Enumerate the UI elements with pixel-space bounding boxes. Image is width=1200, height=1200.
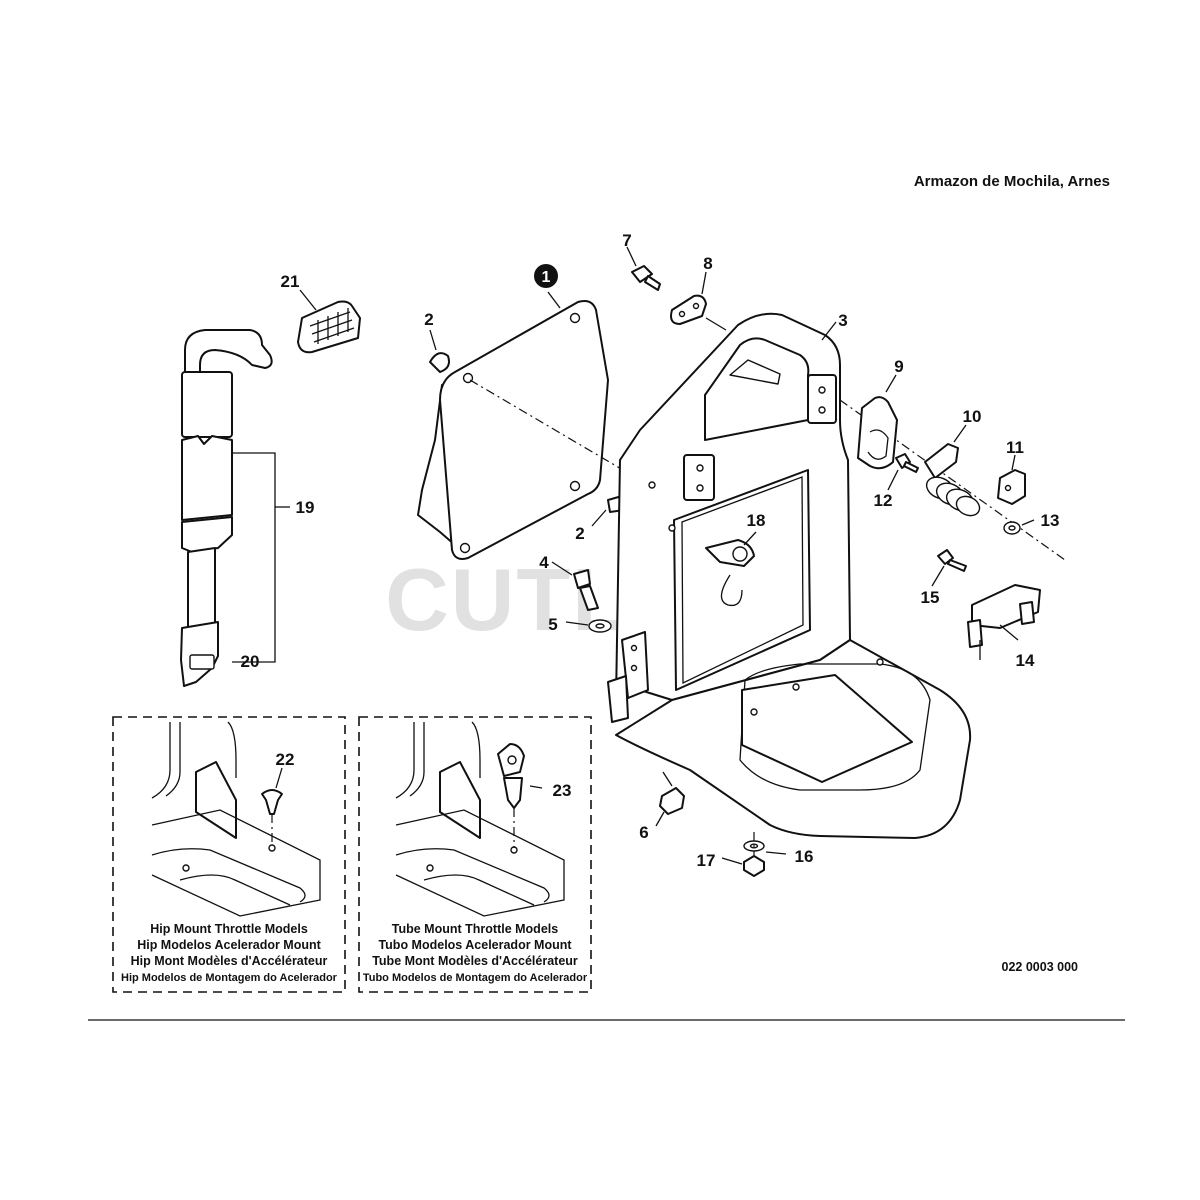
nut-17 <box>721 832 765 877</box>
hip-caption-en: Hip Mount Throttle Models <box>150 922 308 936</box>
screw-7 <box>626 246 661 291</box>
spring-10 <box>924 424 981 517</box>
callout-23: 23 <box>553 781 572 800</box>
callout-7: 7 <box>622 231 631 250</box>
tube-caption-fr: Tube Mont Modèles d'Accélérateur <box>372 954 578 968</box>
callout-8: 8 <box>703 254 712 273</box>
washer-13 <box>1003 519 1035 535</box>
screw-15 <box>931 549 967 587</box>
shoulder-strap-assembly <box>180 289 361 687</box>
callout-10: 10 <box>963 407 982 426</box>
callout-17: 17 <box>697 851 716 870</box>
washer-16 <box>743 840 787 855</box>
callout-19: 19 <box>296 498 315 517</box>
callout-21: 21 <box>281 272 300 291</box>
drawing-code: 022 0003 000 <box>1002 960 1079 974</box>
callout-16: 16 <box>795 847 814 866</box>
callout-6: 6 <box>639 823 648 842</box>
callout-22: 22 <box>276 750 295 769</box>
callout-11: 11 <box>1006 438 1024 457</box>
tube-caption-es: Tubo Modelos Acelerador Mount <box>378 938 572 952</box>
callout-1: 1 <box>534 264 558 288</box>
tube-caption-en: Tube Mount Throttle Models <box>392 922 558 936</box>
throttle-cable-holder <box>705 531 757 607</box>
latch-9 <box>857 374 898 470</box>
callout-3: 3 <box>838 311 847 330</box>
diagram-title: Armazon de Mochila, Arnes <box>914 173 1110 190</box>
callout-18: 18 <box>747 511 766 530</box>
cover-plate <box>417 291 609 560</box>
callout-4: 4 <box>539 553 549 572</box>
callout-13: 13 <box>1041 511 1060 530</box>
inset-hip-mount: Hip Mount Throttle Models Hip Modelos Ac… <box>112 716 346 993</box>
callout-15: 15 <box>921 588 940 607</box>
callout-2-top: 2 <box>424 310 433 329</box>
callout-2-lower: 2 <box>575 524 584 543</box>
tube-caption-pt: Tubo Modelos de Montagem do Acelerador <box>363 972 588 984</box>
backpack-frame <box>607 312 972 839</box>
callout-14: 14 <box>1016 651 1035 670</box>
screw-12 <box>887 453 919 491</box>
centerline-cover <box>469 379 641 481</box>
bolt-4 <box>551 561 599 611</box>
callout-20: 20 <box>241 652 260 671</box>
washer-5 <box>565 619 612 633</box>
hip-caption-es: Hip Modelos Acelerador Mount <box>137 938 321 952</box>
inset-tube-mount: Tube Mount Throttle Models Tubo Modelos … <box>358 716 592 993</box>
strap-plate-8 <box>670 271 727 331</box>
svg-text:1: 1 <box>542 269 551 286</box>
callout-5: 5 <box>548 615 557 634</box>
push-pin-top <box>429 329 450 373</box>
callout-9: 9 <box>894 357 903 376</box>
nut-6 <box>655 771 685 827</box>
hip-caption-pt: Hip Modelos de Montagem do Acelerador <box>121 972 338 984</box>
throttle-bracket-14 <box>967 584 1041 660</box>
clip-11 <box>997 454 1026 505</box>
callout-12: 12 <box>874 491 893 510</box>
hip-caption-fr: Hip Mont Modèles d'Accélérateur <box>131 954 328 968</box>
